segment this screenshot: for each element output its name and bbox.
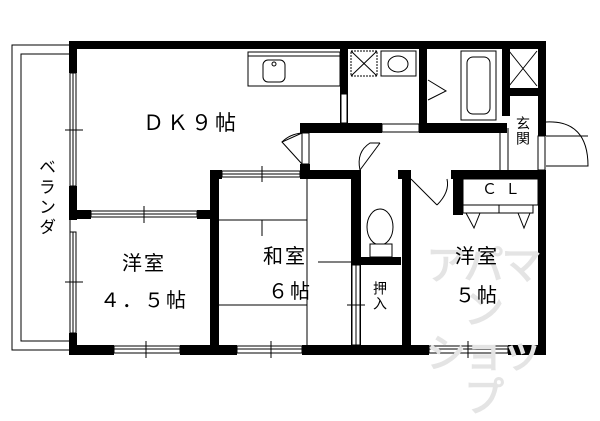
- watermark-line-2: ショップ: [426, 331, 542, 421]
- watermark: アパマン ショップ: [408, 244, 558, 420]
- oshiire-label: 押入: [371, 281, 387, 311]
- room-label-western-2: 洋室: [455, 244, 499, 268]
- door-swings: [281, 79, 589, 230]
- washbasin-area: [350, 50, 417, 77]
- veranda-label: ベランダ: [35, 158, 55, 238]
- windows: [65, 72, 546, 358]
- room-label-dk: ＤＫ９帖: [143, 111, 239, 135]
- room-label-western-1: 洋室: [122, 251, 166, 275]
- tatami-lines: [219, 179, 351, 345]
- shoe-box: [508, 50, 538, 87]
- interior-walls: [69, 41, 546, 355]
- toilet: [366, 208, 394, 258]
- room-size-western-2: ５帖: [455, 283, 499, 307]
- room-size-western-1: ４．５帖: [100, 288, 188, 312]
- kitchen-counter: [247, 51, 341, 87]
- closet-label: ＣＬ: [482, 180, 529, 198]
- room-label-japanese: 和室: [263, 244, 307, 268]
- bathtub: [460, 50, 497, 121]
- floor-plan-drawing: [11, 41, 589, 358]
- entrance-label: 玄関: [514, 116, 530, 146]
- room-size-japanese: ６帖: [268, 279, 312, 303]
- watermark-line-1: アパマン: [426, 243, 541, 333]
- outer-walls: [69, 41, 546, 355]
